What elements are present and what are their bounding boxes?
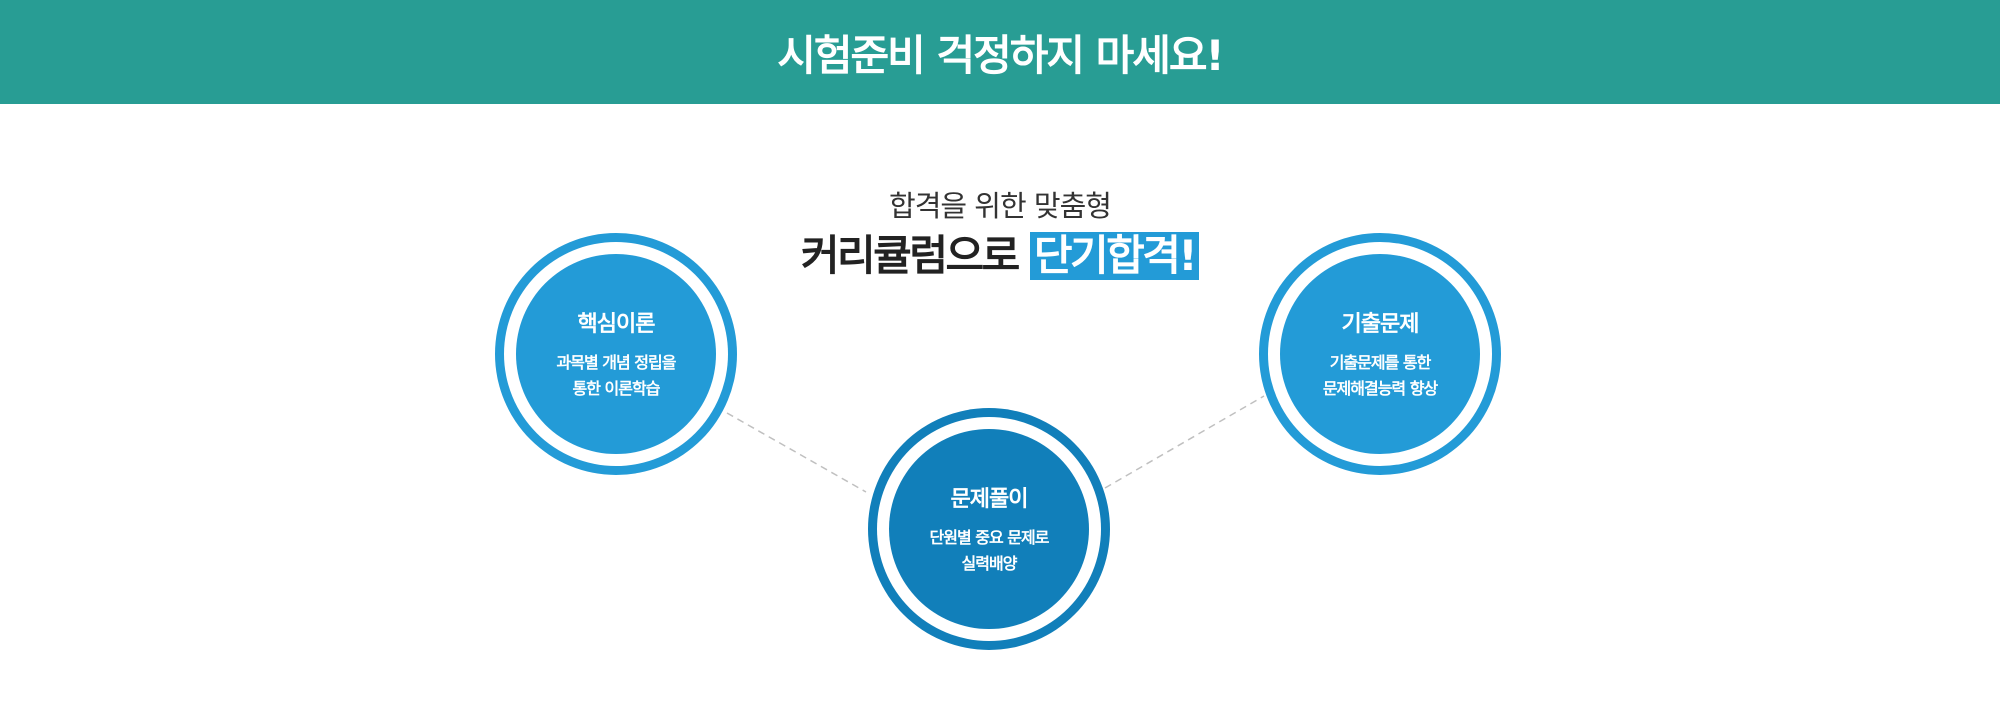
circle-past-exams-content: 기출문제 기출문제를 통한 문제해결능력 향상 [1280,254,1480,454]
circle-title: 기출문제 [1341,312,1420,337]
connector-right [1104,395,1265,489]
curriculum-heading: 합격을 위한 맞춤형 커리큘럼으로 단기합격! [0,186,2000,282]
circle-problem-solving-content: 문제풀이 단원별 중요 문제로 실력배양 [889,429,1089,629]
circle-description: 단원별 중요 문제로 실력배양 [929,528,1050,573]
circle-core-theory-content: 핵심이론 과목별 개념 정립을 통한 이론학습 [516,254,716,454]
circle-core-theory: 핵심이론 과목별 개념 정립을 통한 이론학습 [495,233,737,475]
circle-title: 핵심이론 [577,312,656,337]
heading-subtitle: 합격을 위한 맞춤형 [889,189,1112,223]
circle-past-exams: 기출문제 기출문제를 통한 문제해결능력 향상 [1259,233,1501,475]
circle-description: 과목별 개념 정립을 통한 이론학습 [556,353,677,398]
circle-title: 문제풀이 [950,487,1029,512]
circle-description: 기출문제를 통한 문제해결능력 향상 [1322,353,1438,398]
heading-highlight: 단기합격! [1029,232,1200,280]
heading-main: 커리큘럼으로 단기합격! [0,230,2000,282]
banner-title: 시험준비 걱정하지 마세요! [777,30,1224,80]
top-banner: 시험준비 걱정하지 마세요! [0,0,2000,104]
connector-left [726,412,867,493]
circle-problem-solving: 문제풀이 단원별 중요 문제로 실력배양 [868,408,1110,650]
heading-main-prefix: 커리큘럼으로 [800,231,1020,280]
